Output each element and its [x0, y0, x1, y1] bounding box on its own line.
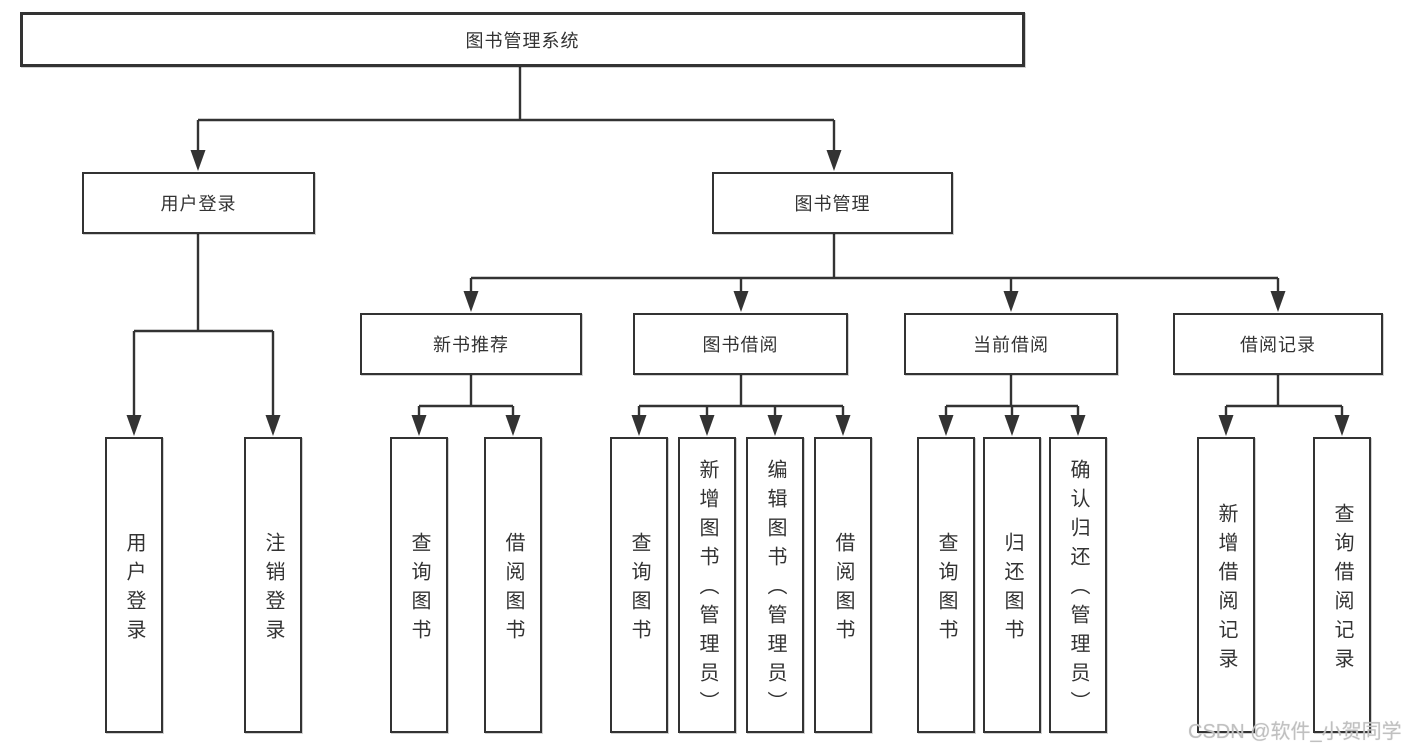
arrow-down-icon	[835, 415, 851, 436]
leaf-query-borrow-record: 查询借阅记录	[1313, 437, 1371, 733]
leaf-query-books-current-label: 查询图书	[935, 531, 957, 648]
leaf-add-books-admin: 新增图书（管理员）	[678, 437, 736, 733]
leaf-add-borrow-record: 新增借阅记录	[1197, 437, 1255, 733]
leaf-query-borrow-record-label: 查询借阅记录	[1331, 502, 1353, 677]
leaf-logout-label: 注销登录	[262, 531, 284, 648]
arrow-down-icon	[505, 415, 521, 436]
leaf-query-books-recommend-label: 查询图书	[408, 531, 430, 648]
arrow-down-icon	[733, 291, 749, 312]
node-user-login: 用户登录	[82, 172, 315, 234]
node-borrowing-records: 借阅记录	[1173, 313, 1383, 375]
node-root: 图书管理系统	[20, 12, 1025, 67]
arrow-down-icon	[826, 150, 842, 171]
arrow-down-icon	[938, 415, 954, 436]
arrow-down-icon	[126, 415, 142, 436]
leaf-logout: 注销登录	[244, 437, 302, 733]
leaf-borrow-books-recommend-label: 借阅图书	[502, 531, 524, 648]
node-root-label: 图书管理系统	[465, 30, 580, 51]
node-borrowing-records-label: 借阅记录	[1240, 335, 1316, 355]
arrow-down-icon	[411, 415, 427, 436]
leaf-confirm-return-admin-label: 确认归还（管理员）	[1067, 459, 1089, 720]
node-book-management: 图书管理	[712, 172, 953, 234]
arrow-down-icon	[265, 415, 281, 436]
node-new-book-recommend: 新书推荐	[360, 313, 582, 375]
leaf-user-login-label: 用户登录	[123, 531, 145, 648]
arrow-down-icon	[1070, 415, 1086, 436]
arrow-down-icon	[1004, 415, 1020, 436]
node-new-book-recommend-label: 新书推荐	[433, 335, 509, 355]
arrow-down-icon	[190, 150, 206, 171]
arrow-down-icon	[631, 415, 647, 436]
node-book-borrowing-label: 图书借阅	[702, 335, 779, 355]
leaf-return-books: 归还图书	[983, 437, 1041, 733]
leaf-add-borrow-record-label: 新增借阅记录	[1215, 502, 1237, 677]
leaf-add-books-admin-label: 新增图书（管理员）	[696, 459, 718, 720]
arrow-down-icon	[1003, 291, 1019, 312]
leaf-query-books-borrowing-label: 查询图书	[628, 531, 650, 648]
arrow-down-icon	[699, 415, 715, 436]
node-book-borrowing: 图书借阅	[633, 313, 848, 375]
leaf-edit-books-admin-label: 编辑图书（管理员）	[764, 459, 786, 720]
arrow-down-icon	[767, 415, 783, 436]
leaf-user-login: 用户登录	[105, 437, 163, 733]
csdn-watermark: CSDN @软件_小贺同学	[1188, 721, 1402, 743]
node-current-borrowing: 当前借阅	[904, 313, 1118, 375]
leaf-edit-books-admin: 编辑图书（管理员）	[746, 437, 804, 733]
leaf-query-books-borrowing: 查询图书	[610, 437, 668, 733]
arrow-down-icon	[1334, 415, 1350, 436]
leaf-query-books-recommend: 查询图书	[390, 437, 448, 733]
arrow-down-icon	[1270, 291, 1286, 312]
leaf-query-books-current: 查询图书	[917, 437, 975, 733]
leaf-return-books-label: 归还图书	[1001, 531, 1023, 648]
arrow-down-icon	[1218, 415, 1234, 436]
node-book-management-label: 图书管理	[794, 194, 871, 214]
leaf-borrow-books-borrowing: 借阅图书	[814, 437, 872, 733]
leaf-borrow-books-recommend: 借阅图书	[484, 437, 542, 733]
leaf-borrow-books-borrowing-label: 借阅图书	[832, 531, 854, 648]
arrow-down-icon	[463, 291, 479, 312]
leaf-confirm-return-admin: 确认归还（管理员）	[1049, 437, 1107, 733]
node-user-login-label: 用户登录	[160, 194, 237, 214]
node-current-borrowing-label: 当前借阅	[973, 335, 1049, 355]
